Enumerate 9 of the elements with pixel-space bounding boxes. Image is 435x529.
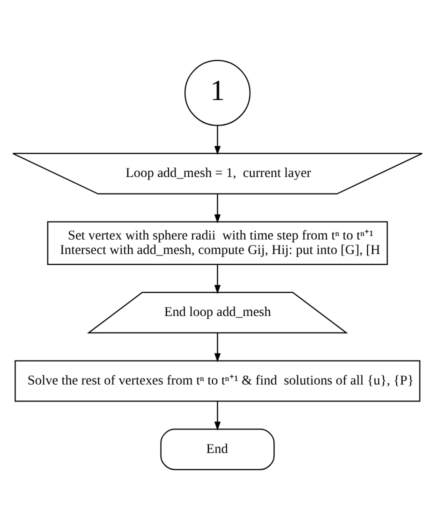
node-box: End (160, 428, 275, 470)
node-box: Set vertex with sphere radii with time step from tⁿ to tⁿ⁺¹ Intersect with add_mesh, compute Gij, Hij: put into [G], [H (47, 220, 388, 264)
arrow (214, 193, 221, 223)
arrow (214, 264, 221, 294)
node-circle: 1 (184, 59, 251, 126)
arrow (214, 332, 221, 362)
node-box: Solve the rest of vertexes from tⁿ to tⁿ⁺¹ & find solutions of all {u}, {P} (14, 360, 420, 402)
arrow (214, 400, 221, 430)
arrow (214, 125, 221, 154)
